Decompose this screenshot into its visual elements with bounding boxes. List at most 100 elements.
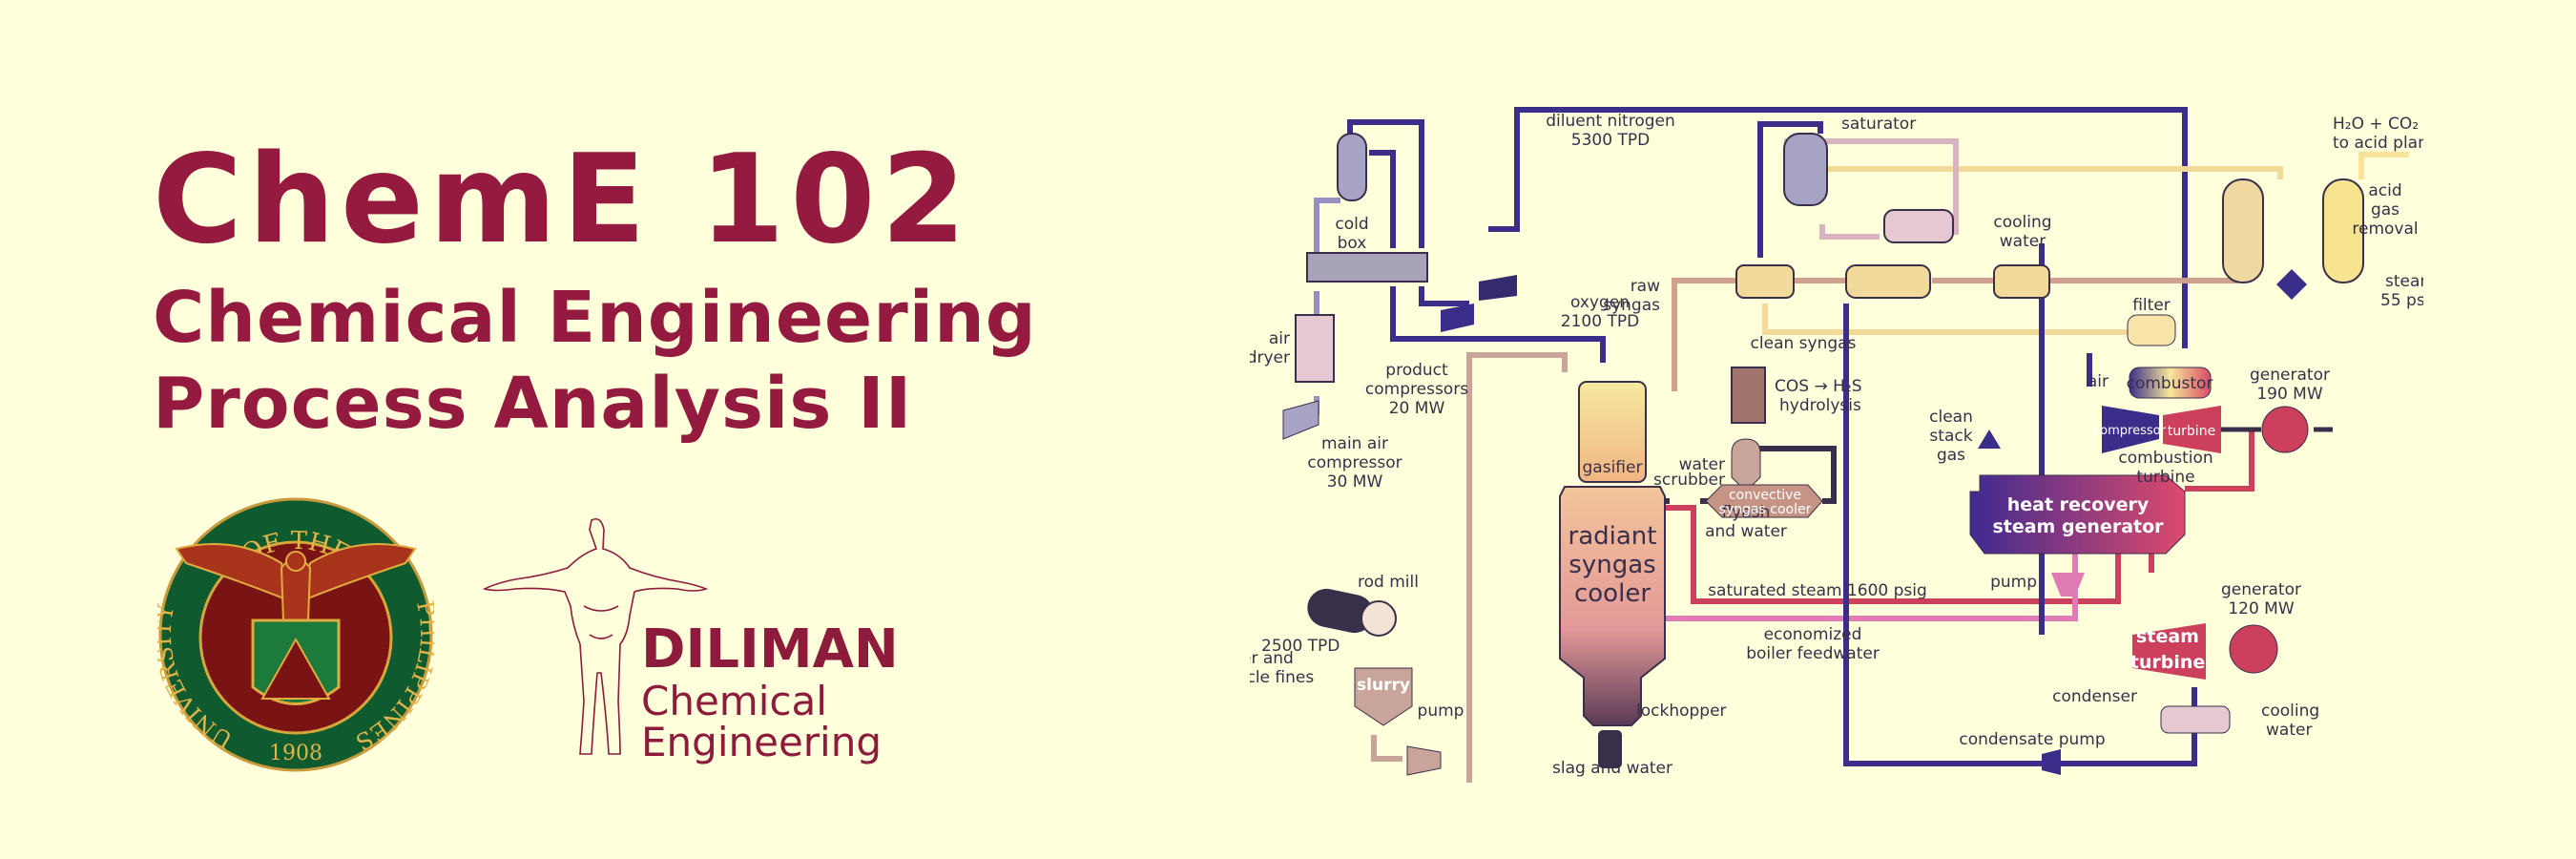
radiant-syngas-cooler: [1559, 486, 1666, 726]
label-generator-190: generator: [2250, 366, 2330, 385]
label-raw-syngas: raw: [1631, 277, 1660, 296]
label-diluent-nitrogen-rate: 5300 TPD: [1571, 131, 1650, 150]
heat-exchanger-2: [1845, 264, 1931, 299]
label-raw-syngas-2: syngas: [1603, 296, 1660, 315]
scrubber-loop-line: [1736, 446, 1837, 504]
trim-cooler: [1993, 264, 2050, 299]
eagle-icon: [175, 543, 417, 621]
label-stack: clean: [1929, 408, 1973, 427]
label-cooling-water-bottom: cooling: [2261, 702, 2319, 721]
label-turbine: turbine: [2168, 424, 2215, 439]
label-generator-120-rating: 120 MW: [2228, 599, 2295, 618]
department-name: DILIMAN: [641, 618, 899, 681]
hrsg: [1969, 474, 2186, 555]
acid-gas-stripper: [2322, 178, 2364, 283]
coldbox-top-line: [1347, 119, 1424, 248]
label-cold-box: cold: [1335, 215, 1368, 234]
stack-icon: [1978, 430, 2001, 449]
label-air-dryer-2: dryer: [1250, 348, 1290, 367]
condenser: [2160, 705, 2231, 734]
slurry-to-pump-line: [1371, 735, 1402, 762]
boiler-feedwater-line: [1584, 544, 2078, 621]
label-csc-2: syngas cooler: [1719, 502, 1812, 517]
clean-syngas-line: [1762, 304, 2142, 335]
steam-turbine: [2132, 623, 2206, 680]
acid-gas-vent-line: [2358, 152, 2409, 179]
label-water-fines: water and: [1250, 649, 1294, 668]
cold-box-column: [1337, 133, 1367, 201]
coldbox-side-line: [1369, 150, 1396, 248]
label-slag: slag and water: [1552, 759, 1672, 778]
department-subtitle-line2: Engineering: [641, 719, 882, 765]
saturator-water-line: [1757, 121, 1823, 258]
label-main-air-3: 30 MW: [1327, 472, 1383, 492]
label-csc: convective: [1729, 488, 1801, 503]
gt-turbine: [2163, 406, 2221, 453]
label-flyash: flyash: [1722, 503, 1771, 522]
turbine-exhaust-line: [2185, 430, 2254, 492]
label-scrubber-2: scrubber: [1653, 471, 1725, 490]
label-product-compressors: product: [1385, 361, 1448, 380]
oblation-figure-logo: [482, 517, 709, 755]
label-rsc-3: cooler: [1574, 579, 1651, 608]
hrsg-pump: [2051, 573, 2085, 597]
label-hrsg: heat recovery: [2007, 494, 2150, 515]
label-main-air: main air: [1321, 434, 1388, 453]
course-title-line1: Chemical Engineering: [153, 277, 1037, 359]
label-stack-3: gas: [1937, 446, 1965, 465]
label-coal-rate: 2500 TPD: [1261, 637, 1340, 656]
label-cos-2: hydrolysis: [1779, 396, 1861, 415]
igcc-process-flow-diagram: diluent nitrogen 5300 TPD cold box air d…: [1250, 107, 2423, 783]
nitrogen-to-compressor-line: [1419, 286, 1469, 306]
label-rod-mill: rod mill: [1358, 573, 1419, 592]
label-steam-55: steam: [2385, 272, 2423, 291]
label-cooling-water-top-2: water: [2000, 232, 2046, 251]
gasifier: [1578, 381, 1647, 483]
seal-year: 1908: [269, 742, 322, 765]
department-subtitle-line1: Chemical: [641, 678, 827, 724]
oxygen-line: [1390, 286, 1606, 363]
label-economized: economized: [1764, 625, 1862, 644]
syngas-to-saturator-line: [1784, 166, 2283, 179]
label-air-dryer: air: [1269, 329, 1290, 348]
label-combustor: combustor: [2127, 374, 2213, 393]
slurry-pump: [1406, 745, 1442, 776]
label-condensate-pump: condensate pump: [1959, 730, 2105, 749]
lean-rich-exchanger: [2276, 269, 2307, 300]
raw-syngas-line: [1672, 278, 1736, 391]
label-saturator: saturator: [1841, 115, 1916, 134]
label-clean-syngas: clean syngas: [1751, 334, 1857, 353]
university-seal-logo: OF THE UNIVERSITY PHILIPPINES 1908: [157, 497, 434, 772]
cold-box-exchanger: [1306, 252, 1428, 283]
label-cooling-water-top: cooling: [1993, 213, 2051, 232]
main-air-compressor: [1282, 400, 1319, 440]
label-compressor: compressor: [2093, 424, 2167, 438]
label-cooling-water-bottom-2: water: [2266, 721, 2312, 740]
product-compressor: [1441, 304, 1474, 332]
label-scrubber: water: [1679, 455, 1725, 474]
label-cos: COS → H₂S: [1775, 377, 1861, 396]
label-acid-plant: to acid plant: [2333, 134, 2423, 153]
generator-190-icon: [2261, 406, 2309, 453]
label-product-compressors-2: compressors: [1365, 380, 1468, 399]
label-main-air-2: compressor: [1307, 453, 1402, 472]
label-steam-55-2: 55 psig: [2380, 291, 2423, 310]
gt-compressor: [2102, 406, 2159, 453]
label-oxygen: oxygen: [1570, 293, 1630, 312]
air-up-line: [1314, 198, 1340, 262]
label-condenser: condenser: [2052, 687, 2137, 706]
label-generator-190-rating: 190 MW: [2256, 385, 2323, 404]
shield-triangle: [260, 637, 331, 700]
slurry-tank: [1354, 667, 1413, 726]
water-scrubber: [1731, 438, 1761, 492]
lockhopper: [1598, 730, 1622, 768]
acid-gas-absorber: [2222, 178, 2264, 283]
label-filter: filter: [2132, 296, 2171, 315]
label-hrsg-2: steam generator: [1992, 516, 2164, 537]
label-combustion-turbine: combustion: [2118, 449, 2212, 468]
slurry-feed-line: [1466, 352, 1568, 783]
heat-exchanger-1: [1735, 264, 1795, 299]
label-h2o-co2: H₂O + CO₂: [2333, 115, 2419, 134]
label-steam-turbine-2: turbine: [2130, 652, 2206, 673]
condensate-pump: [2042, 749, 2061, 775]
